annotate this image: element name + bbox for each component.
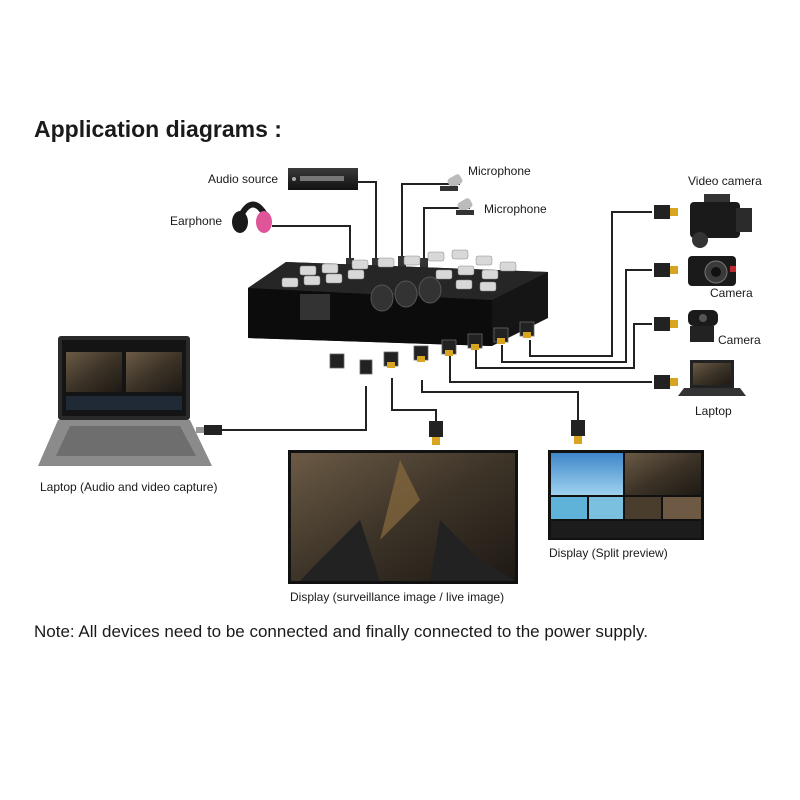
label-display-live: Display (surveillance image / live image…: [290, 590, 505, 604]
earphone-icon: [232, 201, 272, 233]
hdmi-connector: [429, 421, 443, 437]
cable-microphone-1: [401, 183, 460, 260]
label-microphone-1: Microphone: [468, 164, 531, 178]
audio-source-icon: [288, 168, 358, 190]
footer-note: Note: All devices need to be connected a…: [34, 622, 648, 641]
audio-plug: [398, 256, 406, 270]
audio-plug: [372, 258, 380, 272]
page-title: Application diagrams :: [34, 116, 282, 142]
audio-plug: [420, 258, 428, 272]
video-switcher-device: [248, 249, 548, 375]
laptop-icon: [678, 360, 746, 396]
label-camera-1: Camera: [710, 286, 753, 300]
label-laptop-right: Laptop: [695, 404, 732, 418]
cable-camera-2: [475, 323, 652, 369]
cable-audio-source: [358, 181, 377, 262]
webcam-icon: [688, 310, 718, 342]
cable-display-split: [421, 380, 579, 420]
label-audio-source: Audio source: [208, 172, 279, 186]
hdmi-connector: [654, 263, 670, 277]
microphone-icon: [440, 174, 463, 191]
hdmi-connector: [654, 205, 670, 219]
display-split: [548, 450, 704, 540]
label-laptop-capture: Laptop (Audio and video capture): [40, 480, 218, 494]
hdmi-connector: [571, 420, 585, 436]
label-camera-2: Camera: [718, 333, 761, 347]
display-live: [288, 450, 518, 584]
cable-video-camera: [529, 211, 652, 357]
cable-earphone: [272, 225, 351, 262]
video-camera-icon: [690, 194, 752, 248]
hdmi-connector: [654, 375, 670, 389]
camera-icon: [688, 256, 736, 286]
hdmi-connector: [654, 317, 670, 331]
label-earphone: Earphone: [170, 214, 223, 228]
label-display-split: Display (Split preview): [549, 546, 668, 560]
cables: [222, 181, 652, 431]
microphone-icon: [456, 198, 474, 215]
label-microphone-2: Microphone: [484, 202, 547, 216]
cable-display-live: [391, 378, 437, 422]
cable-camera-1: [501, 269, 652, 363]
usb-connector: [204, 425, 222, 435]
cable-laptop-capture: [222, 386, 367, 431]
cable-microphone-2: [423, 207, 470, 262]
label-video-camera: Video camera: [688, 174, 762, 188]
cable-laptop-right: [449, 355, 652, 383]
laptop-capture-icon: [38, 336, 212, 466]
